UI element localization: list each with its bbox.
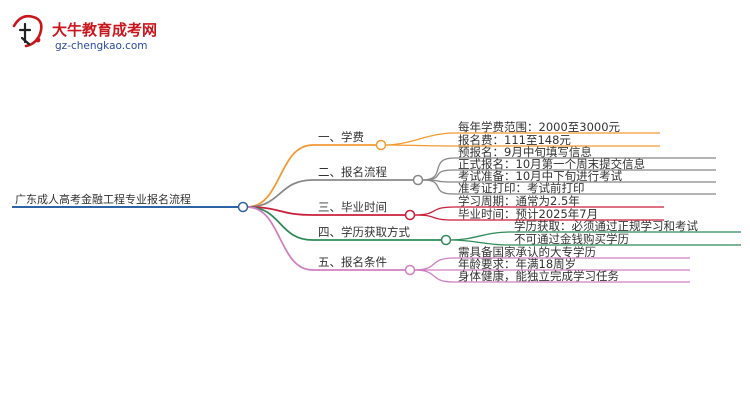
- branch-label: 一、学费: [318, 130, 364, 144]
- leaf-label: 考试准备：10月中下旬进行考试: [458, 169, 623, 183]
- leaf-node[interactable]: 学习周期：通常为2.5年: [454, 194, 664, 208]
- leaf-node[interactable]: 每年学费范围：2000至3000元: [454, 120, 660, 134]
- branch-node[interactable]: 二、报名流程: [313, 165, 424, 186]
- leaf-node[interactable]: 学历获取：必须通过正规学习和考试: [510, 219, 741, 233]
- leaf-label: 学历获取：必须通过正规学习和考试: [514, 219, 698, 233]
- branch-node[interactable]: 五、报名条件: [313, 255, 416, 276]
- branch-connector-dot: [404, 264, 416, 276]
- root-label: 广东成人高考金融工程专业报名流程: [15, 192, 191, 206]
- branch-connector-dot: [404, 209, 416, 221]
- branch-label: 四、学历获取方式: [318, 225, 410, 239]
- branch-connector-dot: [412, 174, 424, 186]
- branch-connector-dot: [375, 139, 387, 151]
- leaf-label: 毕业时间：预计2025年7月: [458, 207, 598, 221]
- site-logo[interactable]: 大牛教育成考网 gz-chengkao.com: [12, 14, 157, 52]
- branch-to-leaf-connector: [450, 239, 511, 246]
- leaf-node[interactable]: 考试准备：10月中下旬进行考试: [454, 169, 716, 183]
- leaf-label: 准考证打印：考试前打印: [458, 181, 585, 195]
- leaf-node[interactable]: 年龄要求：年满18周岁: [454, 257, 690, 271]
- leaf-label: 学习周期：通常为2.5年: [458, 194, 580, 208]
- branch-connector-dot: [440, 234, 452, 246]
- leaf-node[interactable]: 毕业时间：预计2025年7月: [454, 207, 664, 221]
- logo-url: gz-chengkao.com: [55, 40, 148, 52]
- branch-label: 五、报名条件: [318, 255, 387, 269]
- leaf-node[interactable]: 报名费：111至148元: [454, 133, 660, 147]
- branch-to-leaf-connector: [450, 231, 511, 241]
- branch-to-leaf-connector: [414, 214, 455, 221]
- leaf-label: 每年学费范围：2000至3000元: [458, 120, 621, 134]
- connector-lines: [246, 132, 511, 283]
- branch-node[interactable]: 四、学历获取方式: [313, 225, 452, 246]
- root-connector-dot: [237, 201, 249, 213]
- leaf-label: 不可通过金钱购买学历: [514, 232, 629, 246]
- root-to-branch-connector: [246, 144, 314, 208]
- branch-label: 三、毕业时间: [318, 200, 387, 214]
- logo-name: 大牛教育成考网: [52, 21, 157, 39]
- leaf-node[interactable]: 不可通过金钱购买学历: [510, 232, 741, 246]
- branch-node[interactable]: 一、学费: [313, 130, 387, 151]
- branch-node[interactable]: 三、毕业时间: [313, 200, 416, 221]
- leaf-node[interactable]: 正式报名：10月第一个周末提交信息: [454, 157, 716, 171]
- branch-to-leaf-connector: [422, 169, 455, 181]
- leaf-label: 年龄要求：年满18周岁: [458, 257, 576, 271]
- branch-to-leaf-connector: [414, 269, 455, 283]
- branch-to-leaf-connector: [414, 257, 455, 271]
- leaf-node[interactable]: 准考证打印：考试前打印: [454, 181, 716, 195]
- leaf-label: 正式报名：10月第一个周末提交信息: [458, 157, 645, 171]
- branch-to-leaf-connector: [422, 179, 455, 195]
- branch-to-leaf-connector: [385, 132, 455, 146]
- root-node[interactable]: 广东成人高考金融工程专业报名流程: [12, 192, 249, 213]
- leaf-label: 需具备国家承认的大专学历: [458, 245, 596, 259]
- root-to-branch-connector: [246, 206, 314, 241]
- logo-mark-icon: [12, 14, 43, 48]
- leaf-label: 报名费：111至148元: [458, 133, 571, 147]
- branch-to-leaf-connector: [422, 157, 455, 181]
- root-to-branch-connector: [246, 206, 314, 271]
- branch-label: 二、报名流程: [318, 165, 387, 179]
- leaf-label: 身体健康，能独立完成学习任务: [458, 269, 619, 283]
- branch-to-leaf-connector: [414, 206, 455, 216]
- leaf-node[interactable]: 身体健康，能独立完成学习任务: [454, 269, 690, 283]
- leaf-node[interactable]: 预报名：9月中旬填写信息: [454, 145, 716, 159]
- branch-to-leaf-connector: [385, 144, 455, 147]
- leaf-label: 预报名：9月中旬填写信息: [458, 145, 592, 159]
- root-to-branch-connector: [246, 179, 314, 208]
- leaf-node[interactable]: 需具备国家承认的大专学历: [454, 245, 690, 259]
